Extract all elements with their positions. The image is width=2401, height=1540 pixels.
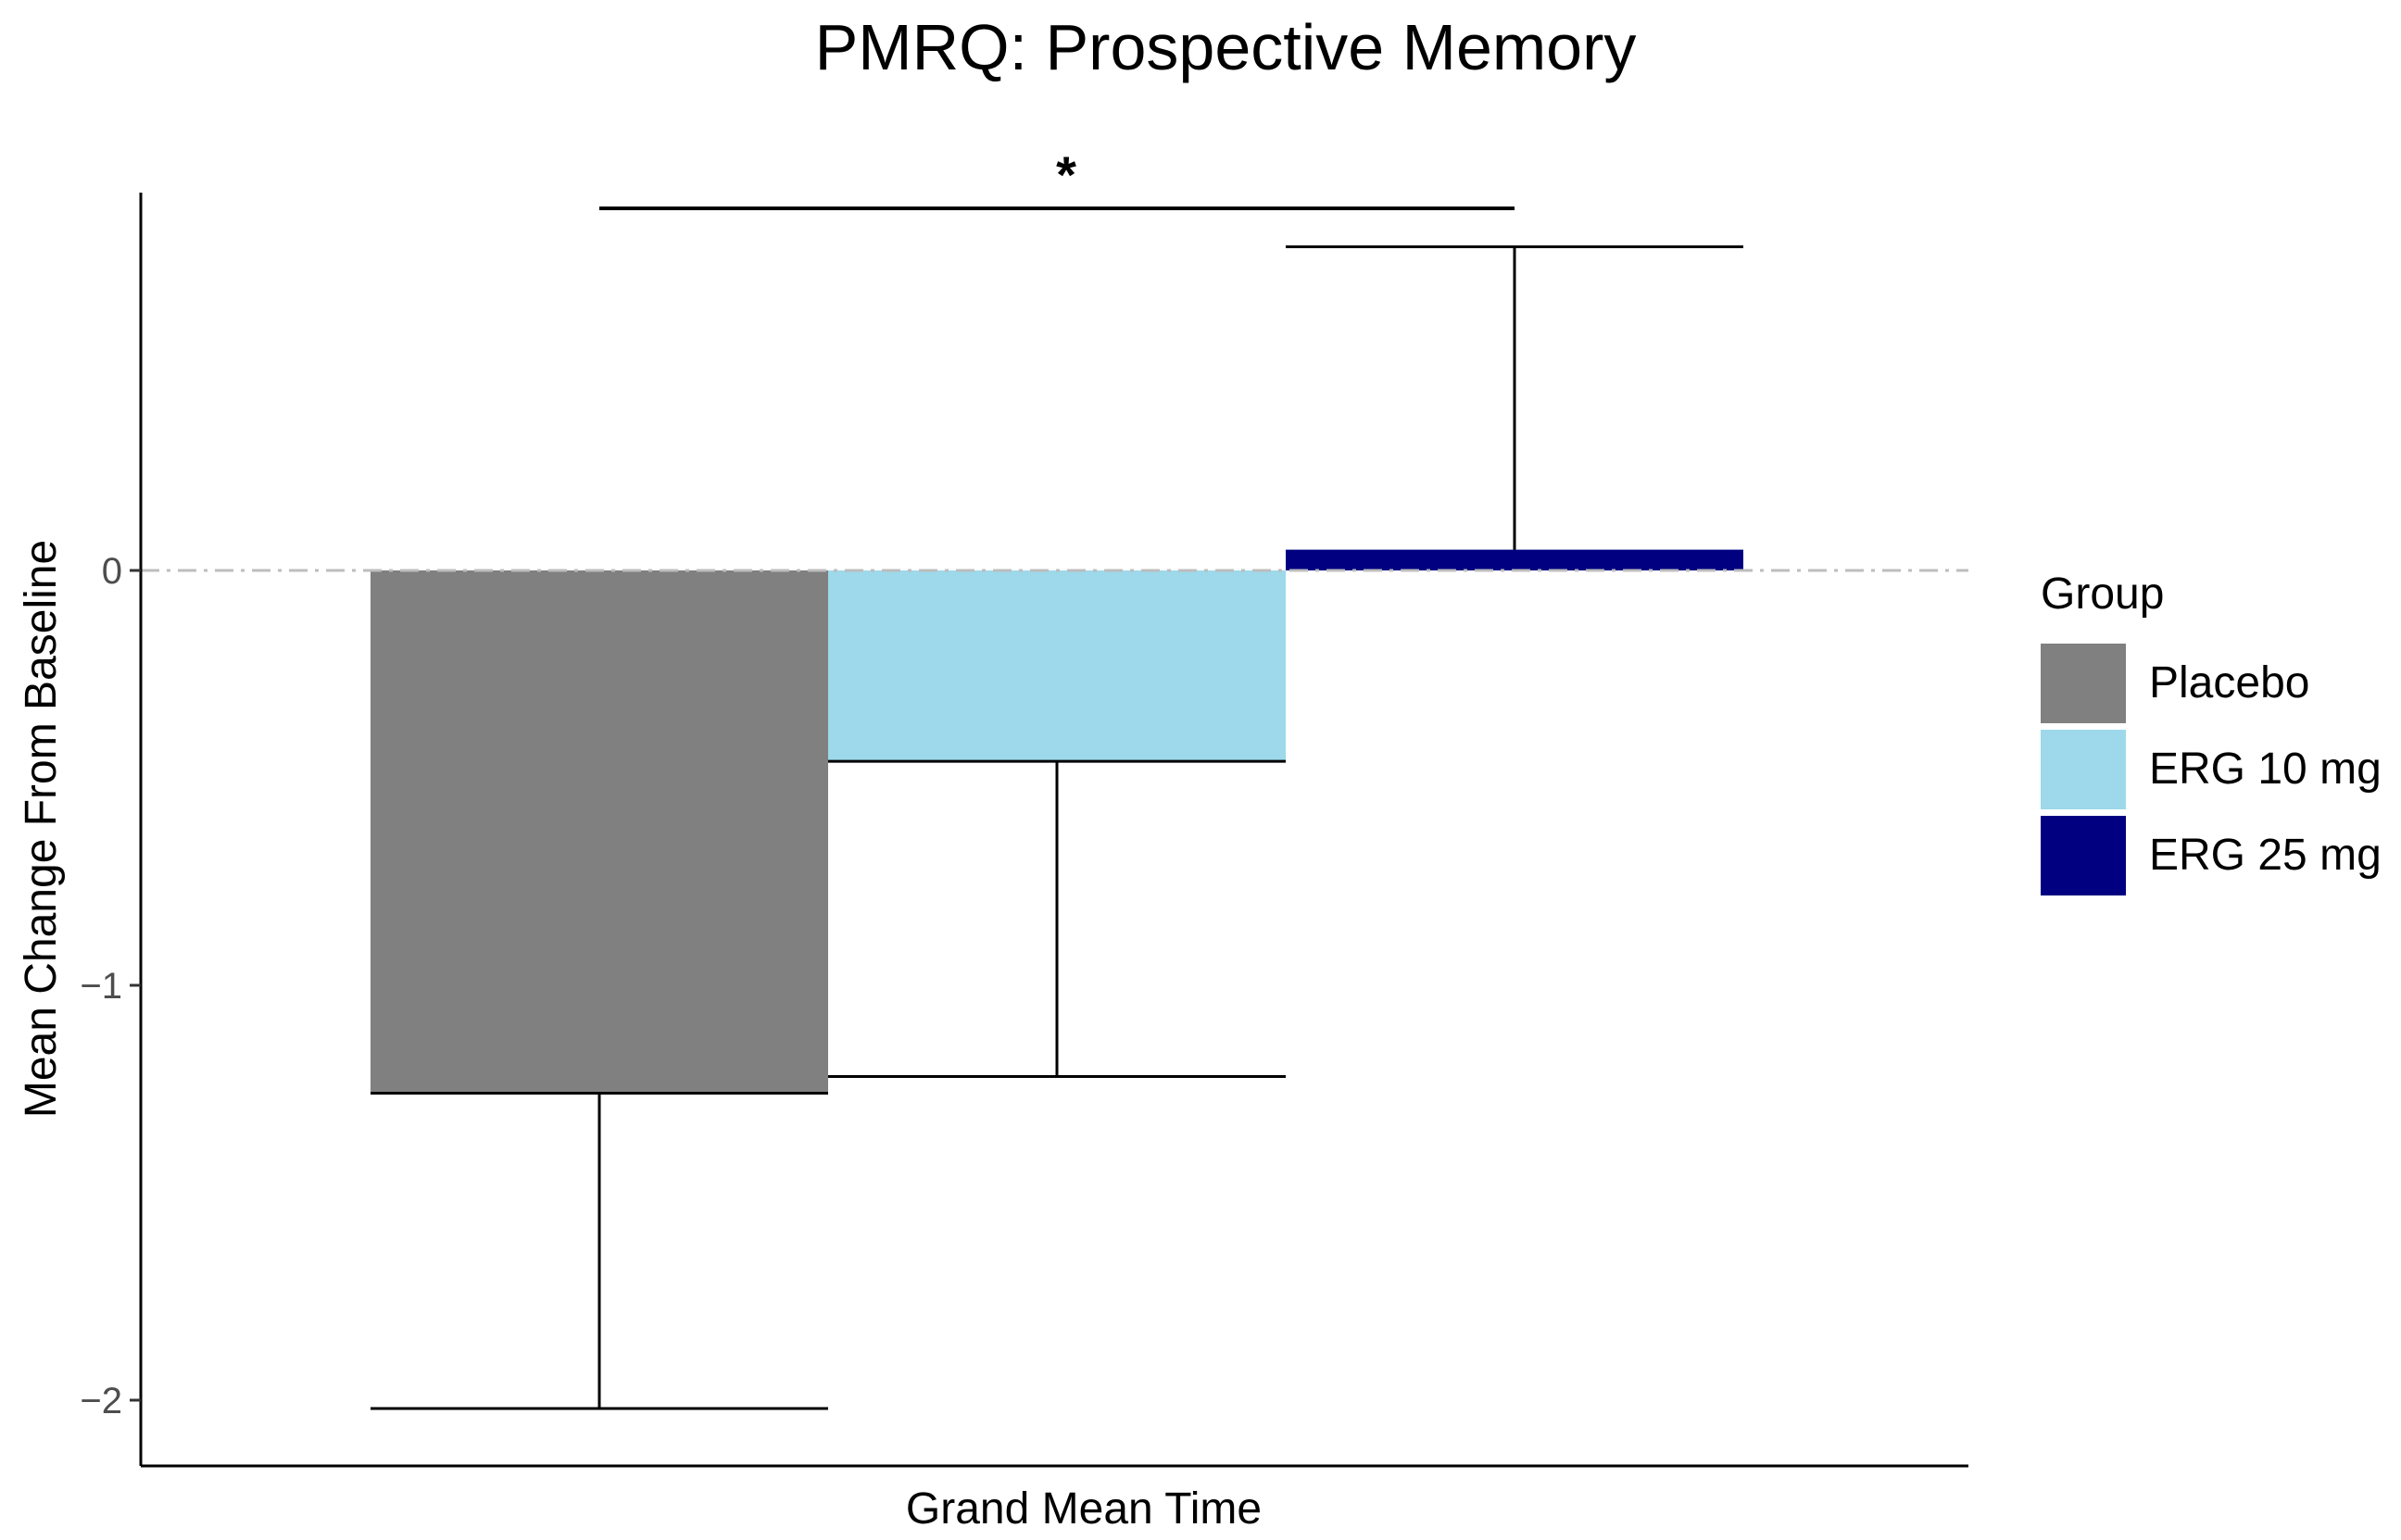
bar-erg-10-mg xyxy=(828,570,1286,762)
error-bar-erg-10-mg xyxy=(828,759,1286,1079)
chart-title: PMRQ: Prospective Memory xyxy=(815,11,1637,83)
legend-title: Group xyxy=(2041,570,2164,619)
y-tick-label: −2 xyxy=(80,1381,122,1421)
legend-key-erg-10-mg xyxy=(2041,730,2126,809)
significance-star: * xyxy=(1056,145,1076,204)
plot-area xyxy=(141,245,1968,1410)
y-axis-ticks: 0 −1 −2 xyxy=(80,551,141,1421)
legend-key-placebo xyxy=(2041,644,2126,723)
bar-erg-25-mg xyxy=(1286,549,1743,570)
x-axis-label: Grand Mean Time xyxy=(906,1484,1262,1534)
legend-label-erg-10-mg: ERG 10 mg xyxy=(2149,745,2382,794)
bar-placebo xyxy=(371,570,828,1094)
y-axis-label: Mean Change From Baseline xyxy=(17,540,66,1118)
legend-key-erg-25-mg xyxy=(2041,816,2126,895)
error-bar-placebo xyxy=(371,1091,828,1410)
legend-label-erg-25-mg: ERG 25 mg xyxy=(2149,831,2382,880)
significance-annotation: * xyxy=(599,145,1515,210)
error-bar-erg-25-mg xyxy=(1286,245,1743,550)
legend-label-placebo: Placebo xyxy=(2149,658,2309,707)
y-tick-label: 0 xyxy=(102,551,122,592)
y-tick-label: −1 xyxy=(80,966,122,1007)
